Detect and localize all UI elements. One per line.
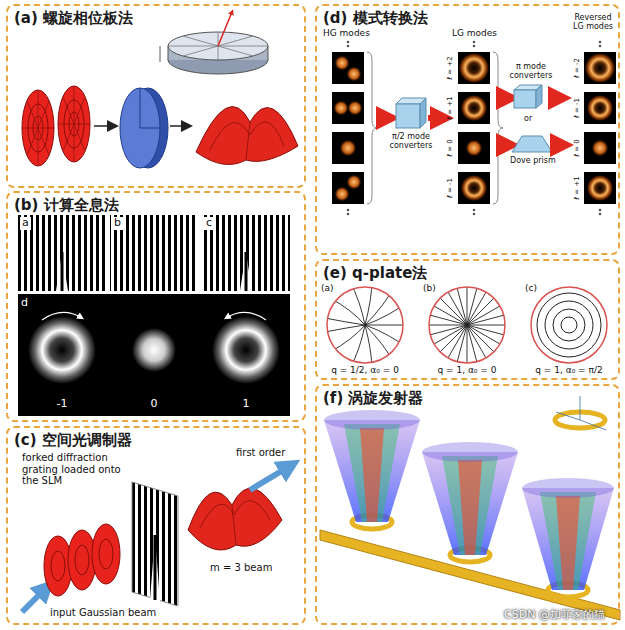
prism-label: Dove prism <box>510 156 556 165</box>
grating-tag: b <box>112 217 123 230</box>
sub-tag: (a) <box>321 283 334 293</box>
mode-converter-art <box>332 41 616 216</box>
panel-box: (e) q-plate法 <box>315 259 620 380</box>
mode-index: ℓ = 0 <box>573 139 581 157</box>
beam-label: first order <box>236 447 285 459</box>
panel-title: (a) 螺旋相位板法 <box>14 9 133 27</box>
beam-label: m = 3 beam <box>210 562 272 574</box>
mode-label: Reversed LG modes <box>568 13 618 31</box>
slm-art <box>22 466 290 612</box>
vortex-emitter-art <box>320 396 620 620</box>
mode-index: ℓ = 0 <box>446 139 454 157</box>
converter-label: π/2 mode converters <box>378 132 444 150</box>
mode-index: ℓ = +2 <box>446 56 454 80</box>
converter-label: π mode converters <box>500 62 562 80</box>
panel-title: (b) 计算全息法 <box>14 196 119 214</box>
mode-index: ℓ = -1 <box>446 178 454 198</box>
grating-tag: c <box>204 217 214 230</box>
order-label: 0 <box>151 398 158 411</box>
panel-box: (f) 涡旋发射器 <box>315 384 620 625</box>
grating-tag: a <box>20 217 31 230</box>
panel-title: (f) 涡旋发射器 <box>323 389 423 407</box>
mode-label: HG modes <box>323 28 370 38</box>
spiral-plate-art <box>22 12 298 168</box>
panel-title: (e) q-plate法 <box>323 264 427 282</box>
hologram-art <box>18 215 290 416</box>
mode-index: ℓ = +1 <box>446 96 454 120</box>
q-plate-art <box>325 280 607 370</box>
sub-tag: (b) <box>423 283 436 293</box>
mode-label: LG modes <box>452 28 497 38</box>
plate-caption: q = 1/2, α₀ = 0 <box>331 365 399 375</box>
panel-box: (d) 模式转换法 <box>315 4 620 255</box>
beam-label: input Gaussian beam <box>50 607 156 619</box>
or-label: or <box>524 114 532 123</box>
image-tag: d <box>21 297 28 310</box>
sub-tag: (c) <box>525 283 537 293</box>
panel-title: (c) 空间光调制器 <box>14 431 132 449</box>
plate-caption: q = 1, α₀ = 0 <box>438 365 497 375</box>
order-label: -1 <box>57 398 68 411</box>
mode-index: ℓ = -1 <box>573 98 581 118</box>
mode-index: ℓ = +1 <box>573 176 581 200</box>
order-label: 1 <box>243 398 250 411</box>
panel-box: (a) 螺旋相位板法 <box>6 4 306 188</box>
plate-caption: q = 1, α₀ = π/2 <box>535 365 602 375</box>
grating-note: forked diffraction grating loaded onto t… <box>22 452 126 487</box>
panel-box: (b) 计算全息法 <box>6 191 306 422</box>
panel-title: (d) 模式转换法 <box>323 9 428 27</box>
mode-index: ℓ = -2 <box>573 58 581 78</box>
watermark: CSDN @加菲家的猫 <box>504 609 605 622</box>
